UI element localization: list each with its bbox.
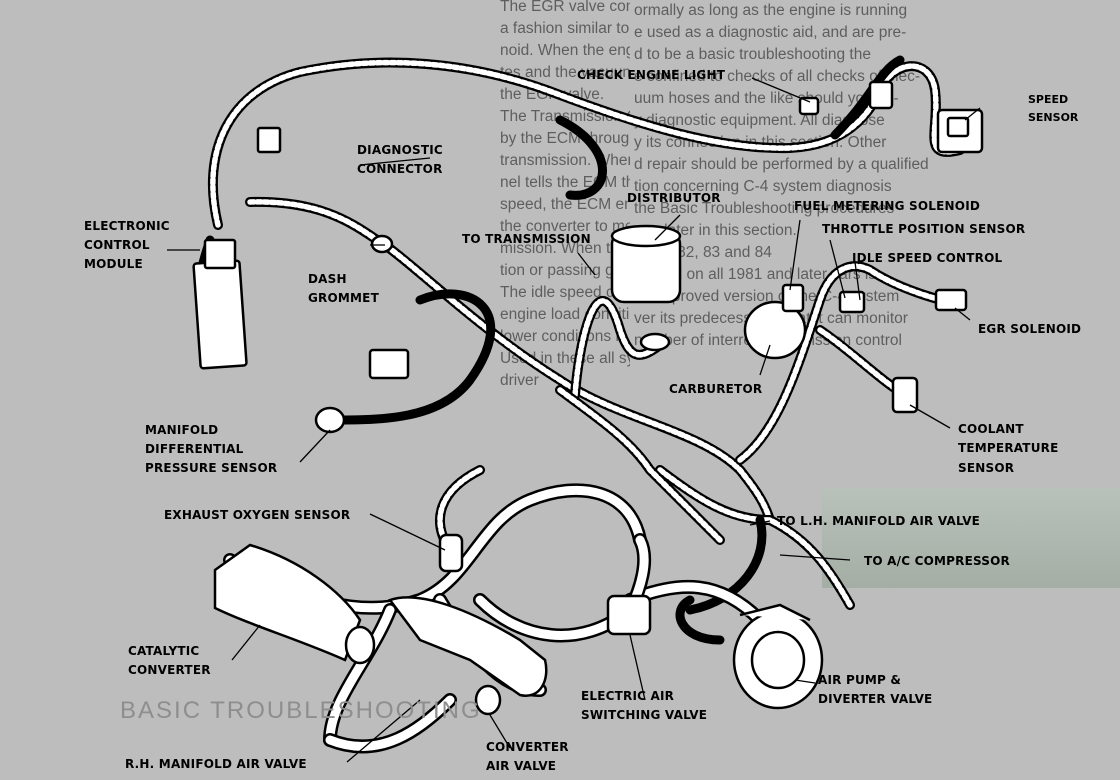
label-egr-solenoid: EGR SOLENOID: [978, 322, 1081, 336]
label-converter-air-line2: AIR VALVE: [486, 759, 556, 773]
table-header-band: [822, 488, 1120, 588]
catalytic-converter: [213, 543, 376, 665]
label-coolant-line2: TEMPERATURE: [958, 441, 1058, 455]
diagnostic-connector: [256, 126, 282, 154]
label-air-pump-line2: DIVERTER VALVE: [818, 692, 932, 706]
vacuum-lines: [195, 55, 905, 645]
label-catalytic-converter-line1: CATALYTIC: [128, 644, 199, 658]
background-text-right: ormally as long as the engine is running…: [634, 2, 929, 349]
label-manifold-diff-line2: DIFFERENTIAL: [145, 442, 244, 456]
label-coolant-line1: COOLANT: [958, 422, 1024, 436]
labels: CHECK ENGINE LIGHT SPEED SENSOR DIAGNOST…: [84, 68, 1081, 773]
exhaust-oxygen-sensor: [438, 533, 464, 573]
label-to-transmission: TO TRANSMISSION: [462, 232, 591, 246]
label-diagnostic-connector-line1: DIAGNOSTIC: [357, 143, 443, 157]
air-pump-diverter-valve: [732, 603, 824, 710]
label-to-ac-compressor: TO A/C COMPRESSOR: [864, 554, 1010, 568]
label-speed-sensor-line1: SPEED: [1028, 93, 1068, 106]
check-engine-light-bulb: [798, 80, 894, 116]
label-distributor: DISTRIBUTOR: [627, 191, 721, 205]
label-ecm-line3: MODULE: [84, 257, 143, 271]
label-ecm-line2: CONTROL: [84, 238, 150, 252]
label-throttle-position-sensor: THROTTLE POSITION SENSOR: [822, 222, 1025, 236]
coolant-temperature-sensor: [891, 376, 919, 414]
label-electric-air-line1: ELECTRIC AIR: [581, 689, 674, 703]
label-manifold-diff-line3: PRESSURE SENSOR: [145, 461, 277, 475]
dash-grommet: [370, 234, 394, 254]
label-manifold-diff-line1: MANIFOLD: [145, 423, 218, 437]
carburetor: [743, 283, 866, 360]
converter-air-valve: [474, 684, 502, 716]
label-check-engine-light: CHECK ENGINE LIGHT: [577, 68, 726, 82]
electric-air-switching-valve: [606, 594, 652, 636]
label-converter-air-line1: CONVERTER: [486, 740, 569, 754]
label-air-pump-line1: AIR PUMP &: [818, 673, 901, 687]
background-heading: BASIC TROUBLESHOOTING: [120, 700, 482, 722]
egr-solenoid: [934, 288, 968, 312]
ecm-module: [192, 238, 248, 370]
label-rh-manifold-air-valve: R.H. MANIFOLD AIR VALVE: [125, 757, 307, 771]
label-ecm-line1: ELECTRONIC: [84, 219, 170, 233]
label-catalytic-converter-line2: CONVERTER: [128, 663, 211, 677]
label-electric-air-line2: SWITCHING VALVE: [581, 708, 707, 722]
label-to-lh-manifold-air-valve: TO L.H. MANIFOLD AIR VALVE: [777, 514, 980, 528]
label-idle-speed-control: IDLE SPEED CONTROL: [852, 251, 1002, 265]
wiring-harness: [207, 57, 965, 610]
label-coolant-line3: SENSOR: [958, 461, 1014, 475]
label-exhaust-oxygen-sensor: EXHAUST OXYGEN SENSOR: [164, 508, 350, 522]
label-diagnostic-connector-line2: CONNECTOR: [357, 162, 443, 176]
label-speed-sensor-line2: SENSOR: [1028, 111, 1079, 124]
manifold-differential-pressure-sensor: [314, 348, 410, 434]
label-dash-grommet-line2: GROMMET: [308, 291, 380, 305]
label-dash-grommet-line1: DASH: [308, 272, 347, 286]
distributor: [610, 224, 682, 352]
exhaust-pipe: [387, 596, 548, 697]
label-carburetor: CARBURETOR: [669, 382, 762, 396]
label-fuel-metering-solenoid: FUEL METERING SOLENOID: [794, 199, 980, 213]
callout-lines: [167, 77, 981, 763]
speed-sensor: [936, 108, 984, 154]
